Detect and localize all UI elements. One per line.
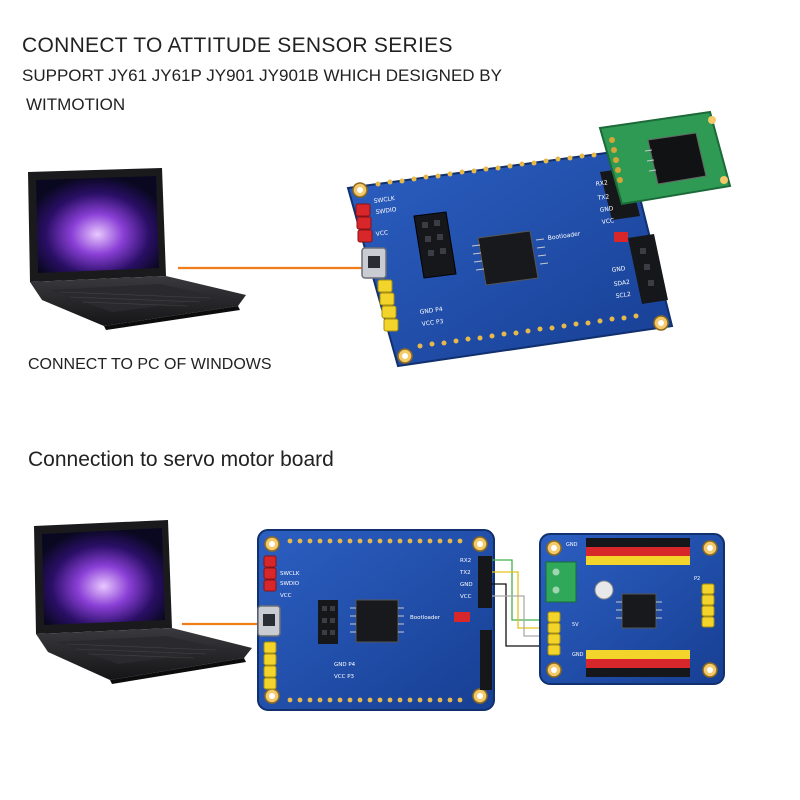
svg-text:GND: GND: [566, 542, 578, 548]
svg-text:SCL2: SCL2: [615, 291, 631, 300]
svg-text:Bootloader: Bootloader: [547, 230, 581, 242]
svg-text:VCC: VCC: [375, 229, 388, 238]
svg-text:SDA2: SDA2: [613, 279, 630, 288]
laptop-screen-top: [36, 176, 159, 273]
svg-text:VCC: VCC: [601, 217, 614, 226]
caption-connect-pc: CONNECT TO PC OF WINDOWS: [28, 356, 272, 373]
svg-text:VCC: VCC: [280, 593, 292, 599]
servo-motor-board: GND 5V GND P2: [539, 533, 725, 685]
connection-wires: [492, 559, 548, 647]
svg-text:VCC P3: VCC P3: [334, 674, 355, 680]
laptop-bottom: [34, 520, 252, 684]
heading-line-3: WITMOTION: [26, 95, 126, 114]
svg-text:GND: GND: [599, 205, 614, 214]
heading-line-2: SUPPORT JY61 JY61P JY901 JY901B WHICH DE…: [22, 66, 502, 85]
svg-text:Bootloader: Bootloader: [410, 615, 441, 621]
svg-text:VCC P3: VCC P3: [421, 318, 444, 328]
caption-servo-board: Connection to servo motor board: [28, 448, 334, 471]
svg-text:GND: GND: [572, 652, 584, 658]
svg-text:TX2: TX2: [596, 193, 610, 202]
svg-text:SWCLK: SWCLK: [280, 571, 300, 577]
laptop-top: [28, 168, 246, 330]
svg-text:SWDIO: SWDIO: [280, 581, 300, 587]
mcu-chip-top: [477, 230, 539, 286]
laptop-screen-bottom: [42, 528, 165, 625]
main-board-top: SWCLK SWDIO VCC GND P4 VCC P3 Bootloader…: [346, 147, 674, 368]
svg-text:SWCLK: SWCLK: [373, 195, 396, 205]
svg-text:P2: P2: [694, 576, 700, 582]
svg-text:TX2: TX2: [459, 570, 471, 576]
svg-text:GND P4: GND P4: [419, 306, 443, 316]
svg-text:RX2: RX2: [460, 558, 471, 564]
main-board-bottom: SWCLK SWDIO VCC GND P4 VCC P3 Bootloader…: [257, 529, 495, 711]
mcu-chip-bottom: [355, 599, 399, 643]
svg-text:GND P4: GND P4: [334, 662, 356, 668]
attitude-sensor-module: [598, 110, 732, 206]
svg-text:5V: 5V: [572, 622, 579, 628]
svg-text:RX2: RX2: [595, 179, 608, 188]
svg-text:GND: GND: [611, 265, 626, 274]
svg-text:SWDIO: SWDIO: [375, 206, 397, 216]
svg-text:VCC: VCC: [460, 594, 472, 600]
heading-line-1: CONNECT TO ATTITUDE SENSOR SERIES: [22, 34, 453, 57]
svg-text:GND: GND: [460, 582, 473, 588]
